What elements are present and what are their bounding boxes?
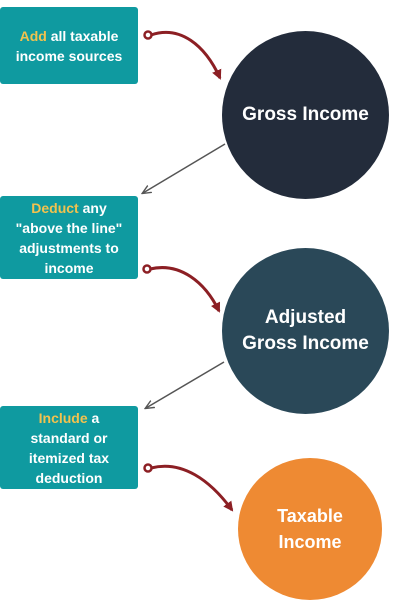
adjusted-gross-income-line1: Adjusted bbox=[264, 307, 347, 328]
step-box-include: Include a standard or itemized tax deduc… bbox=[0, 406, 138, 489]
curved-arrow-3 bbox=[143, 463, 234, 512]
taxable-income-line1: Taxable bbox=[277, 506, 343, 526]
straight-arrow-1 bbox=[143, 143, 226, 193]
adjusted-gross-income-line2: Gross Income bbox=[242, 333, 369, 354]
step-text-deduct: Deduct any "above the line" adjustments … bbox=[0, 198, 138, 278]
highlight-include: Include bbox=[38, 409, 88, 426]
step-text-add: Add all taxable income sources bbox=[0, 26, 138, 66]
straight-arrow-2 bbox=[146, 361, 225, 408]
gross-income-label: Gross Income bbox=[242, 104, 369, 125]
step-box-add: Add all taxable income sources bbox=[0, 7, 138, 84]
step-text-include: Include a standard or itemized tax deduc… bbox=[0, 408, 138, 488]
step-rest-deduct: any "above the line" adjustments to inco… bbox=[15, 199, 123, 276]
step-box-deduct: Deduct any "above the line" adjustments … bbox=[0, 196, 138, 279]
step-rest-include: a standard or itemized tax deduction bbox=[28, 409, 110, 486]
highlight-deduct: Deduct bbox=[31, 199, 79, 216]
highlight-add: Add bbox=[19, 27, 47, 44]
taxable-income-line2: Income bbox=[278, 532, 342, 552]
step-rest-add: all taxable income sources bbox=[15, 27, 123, 64]
curved-arrow-1 bbox=[143, 30, 222, 80]
gross-income-circle: Gross Income bbox=[222, 31, 389, 199]
taxable-income-circle: Taxable Income bbox=[238, 458, 382, 600]
curved-arrow-2 bbox=[142, 264, 221, 313]
adjusted-gross-income-circle: Adjusted Gross Income bbox=[222, 248, 389, 414]
